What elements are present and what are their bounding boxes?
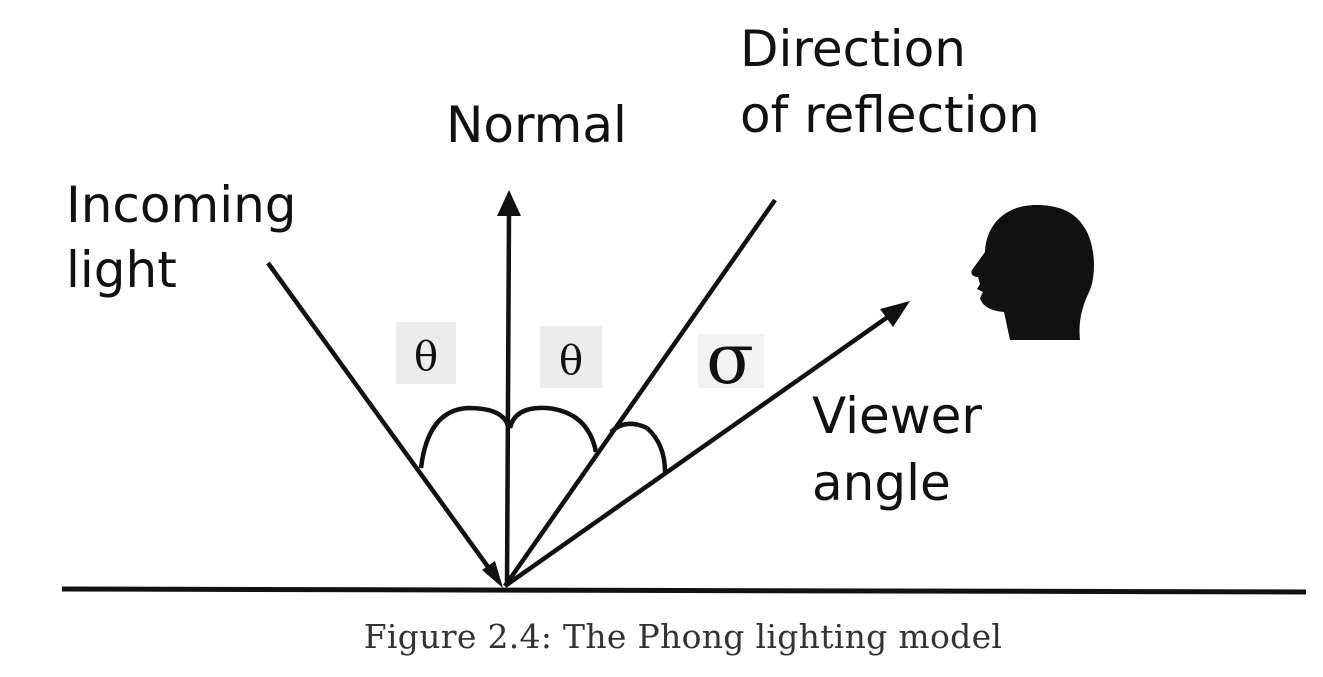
reflection-label-line1: Direction — [740, 20, 966, 78]
figure-caption: Figure 2.4: The Phong lighting model — [364, 617, 1003, 656]
theta-right-label: θ — [559, 338, 583, 384]
viewer-arrowhead — [880, 301, 910, 327]
sigma-label: σ — [706, 318, 754, 400]
incoming-light-label-line1: Incoming — [66, 176, 297, 234]
theta-right-arc — [507, 405, 599, 453]
viewer-arrow — [503, 312, 894, 588]
reflection-line — [503, 198, 777, 588]
normal-arrow — [504, 211, 512, 587]
incoming-arrowhead — [482, 561, 503, 588]
reflection-label-line2: of reflection — [740, 86, 1040, 144]
theta-right-box — [540, 326, 602, 388]
theta-left-arc — [418, 405, 511, 469]
sigma-box — [698, 334, 764, 388]
surface-line — [61, 586, 1307, 595]
theta-left-label: θ — [414, 334, 438, 380]
normal-arrowhead — [497, 190, 521, 216]
theta-left-box — [396, 322, 456, 384]
viewer-angle-label-line2: angle — [812, 454, 951, 512]
incoming-light-label-line2: light — [66, 241, 177, 299]
normal-label: Normal — [446, 96, 627, 154]
viewer-head-icon — [971, 205, 1094, 340]
sigma-arc — [609, 421, 668, 473]
incoming-light-ray — [266, 261, 501, 584]
viewer-angle-label-line1: Viewer — [812, 387, 982, 445]
